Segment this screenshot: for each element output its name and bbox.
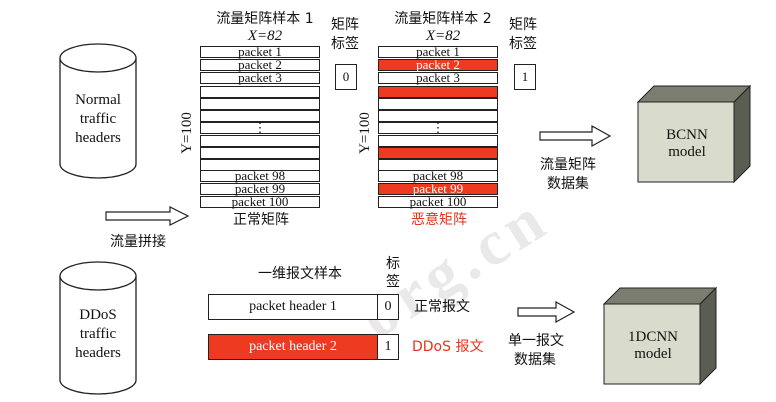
matrix1-tag-box: 0 bbox=[335, 64, 357, 90]
oned-tag-title-1: 标 bbox=[386, 256, 400, 272]
normal-packet-tag-box: 0 bbox=[377, 294, 399, 320]
matrix2-caption: 恶意矩阵 bbox=[411, 212, 467, 228]
matrix2-tag-title-1: 矩阵 bbox=[509, 17, 537, 33]
onedcnn-label-2: model bbox=[634, 346, 672, 362]
matrix-row: packet 98 bbox=[378, 169, 498, 182]
matrix-row bbox=[378, 147, 498, 159]
matrix2-title: 流量矩阵样本 2 bbox=[394, 11, 492, 27]
bcnn-label-1: BCNN bbox=[666, 127, 708, 143]
matrix-row: packet 1 bbox=[378, 45, 498, 58]
matrix-row bbox=[378, 86, 498, 98]
matrix-row bbox=[200, 98, 320, 110]
oned-title: 一维报文样本 bbox=[258, 266, 342, 282]
matrix-row: ⋮ bbox=[200, 121, 320, 134]
ddos-traffic-cylinder bbox=[59, 261, 137, 395]
splice-arrow-icon bbox=[105, 206, 190, 226]
single-dataset-label-1: 单一报文 bbox=[508, 333, 564, 349]
matrix-row: packet 1 bbox=[200, 45, 320, 58]
normal-cylinder-line3: headers bbox=[75, 130, 121, 146]
matrix1-tag-title-1: 矩阵 bbox=[331, 17, 359, 33]
matrix-row: packet 99 bbox=[200, 182, 320, 195]
matrix1-x-label: X=82 bbox=[247, 28, 283, 44]
onedcnn-model-cube-icon bbox=[602, 286, 718, 386]
matrix-row bbox=[200, 110, 320, 122]
matrix-dataset-arrow-icon bbox=[539, 124, 612, 148]
oned-tag-title-2: 签 bbox=[386, 274, 400, 290]
normal-cylinder-line2: traffic bbox=[79, 111, 117, 127]
normal-cylinder-line1: Normal bbox=[75, 92, 121, 108]
matrix-row: packet 2 bbox=[378, 58, 498, 71]
bcnn-model-cube-icon bbox=[636, 84, 752, 184]
matrix1-tag-title-2: 标签 bbox=[331, 36, 359, 52]
matrix-dataset-label-2: 数据集 bbox=[547, 176, 589, 192]
matrix2-x-label: X=82 bbox=[425, 28, 461, 44]
single-dataset-label-2: 数据集 bbox=[514, 352, 556, 368]
splice-label: 流量拼接 bbox=[110, 234, 166, 250]
matrix-row: packet 98 bbox=[200, 169, 320, 182]
matrix-row: packet 100 bbox=[378, 195, 498, 208]
single-dataset-arrow-icon bbox=[517, 300, 576, 324]
matrix-row: packet 100 bbox=[200, 195, 320, 208]
matrix-row bbox=[378, 110, 498, 122]
matrix-dataset-label-1: 流量矩阵 bbox=[540, 157, 596, 173]
matrix1-caption: 正常矩阵 bbox=[233, 212, 289, 228]
normal-packet-caption: 正常报文 bbox=[414, 299, 470, 315]
bcnn-label-2: model bbox=[668, 144, 706, 160]
ddos-packet-header-box: packet header 2 bbox=[208, 334, 378, 360]
ddos-cylinder-line1: DDoS bbox=[79, 307, 117, 323]
matrix2-tag-box: 1 bbox=[514, 64, 536, 90]
matrix1-y-label: Y=100 bbox=[178, 112, 195, 154]
matrix-row: packet 2 bbox=[200, 58, 320, 71]
ddos-packet-caption: DDoS 报文 bbox=[412, 339, 484, 355]
matrix-row bbox=[378, 135, 498, 147]
matrix-row: packet 3 bbox=[200, 71, 320, 84]
matrix2-y-label: Y=100 bbox=[356, 112, 373, 154]
matrix-row bbox=[200, 135, 320, 147]
matrix2-tag-title-2: 标签 bbox=[509, 36, 537, 52]
matrix-row: packet 99 bbox=[378, 182, 498, 195]
matrix1-title: 流量矩阵样本 1 bbox=[216, 11, 314, 27]
normal-packet-header-box: packet header 1 bbox=[208, 294, 378, 320]
normal-traffic-cylinder bbox=[59, 43, 137, 179]
matrix-row bbox=[378, 98, 498, 110]
matrix-row bbox=[200, 147, 320, 159]
ddos-cylinder-line3: headers bbox=[75, 345, 121, 361]
ddos-cylinder-line2: traffic bbox=[79, 326, 117, 342]
matrix-row: packet 3 bbox=[378, 71, 498, 84]
ddos-packet-tag-box: 1 bbox=[377, 334, 399, 360]
onedcnn-label-1: 1DCNN bbox=[627, 329, 678, 345]
matrix-row: ⋮ bbox=[378, 121, 498, 134]
matrix-row bbox=[200, 86, 320, 98]
